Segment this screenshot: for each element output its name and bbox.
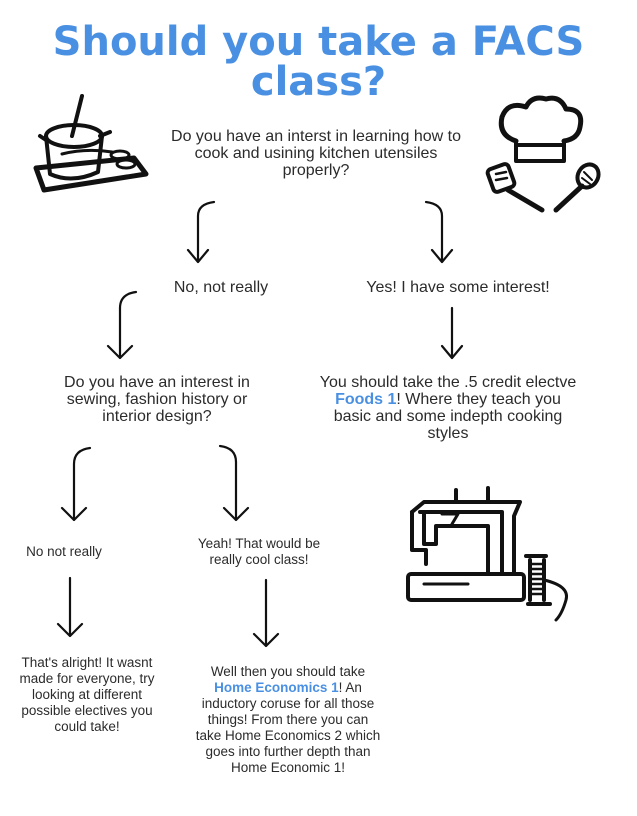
title-line-1: Should you take a FACS [52, 19, 585, 65]
arrow-q1-yes [424, 200, 454, 264]
arrow-no-to-q2 [106, 290, 138, 360]
answer-no-cooking: No, not really [173, 279, 269, 296]
page-title: Should you take a FACS class? [0, 22, 637, 102]
title-line-2: class? [250, 59, 387, 105]
foods-text-start: You should take the .5 credit electve [319, 374, 577, 391]
arrow-to-home-economics [252, 578, 280, 648]
sewing-machine-icon [406, 486, 526, 602]
arrow-yes-to-foods [440, 306, 464, 360]
recommendation-home-economics: Well then you should take Home Economics… [194, 664, 382, 776]
homeec-text-start: Well then you should take [210, 664, 366, 679]
answer-yes-cooking: Yes! I have some interest! [366, 279, 550, 296]
cooking-pot-icon [33, 94, 149, 193]
kitchen-utensils-icon [485, 162, 601, 213]
foods-1-course: Foods 1 [335, 391, 397, 408]
arrow-to-alright [56, 576, 84, 638]
recommendation-foods: You should take the .5 credit electve Fo… [318, 374, 578, 442]
thread-spool-icon [524, 554, 569, 622]
chef-hat-icon [498, 95, 584, 163]
question-sewing: Do you have an interest in sewing, fashi… [64, 374, 250, 425]
home-economics-1-course: Home Economics 1 [214, 680, 339, 695]
outcome-alright: That's alright! It wasnt made for everyo… [19, 655, 155, 734]
arrow-q2-yes [218, 444, 250, 522]
arrow-q1-no [186, 200, 216, 264]
question-cooking: Do you have an interst in learning how t… [171, 128, 461, 179]
foods-text-end: ! Where they teach you basic and some in… [333, 391, 563, 442]
answer-yes-sewing: Yeah! That would be really cool class! [197, 536, 321, 567]
answer-no-sewing: No not really [26, 544, 102, 559]
arrow-q2-no [60, 446, 92, 522]
homeec-text-end: ! An inductory coruse for all those thin… [195, 680, 381, 775]
